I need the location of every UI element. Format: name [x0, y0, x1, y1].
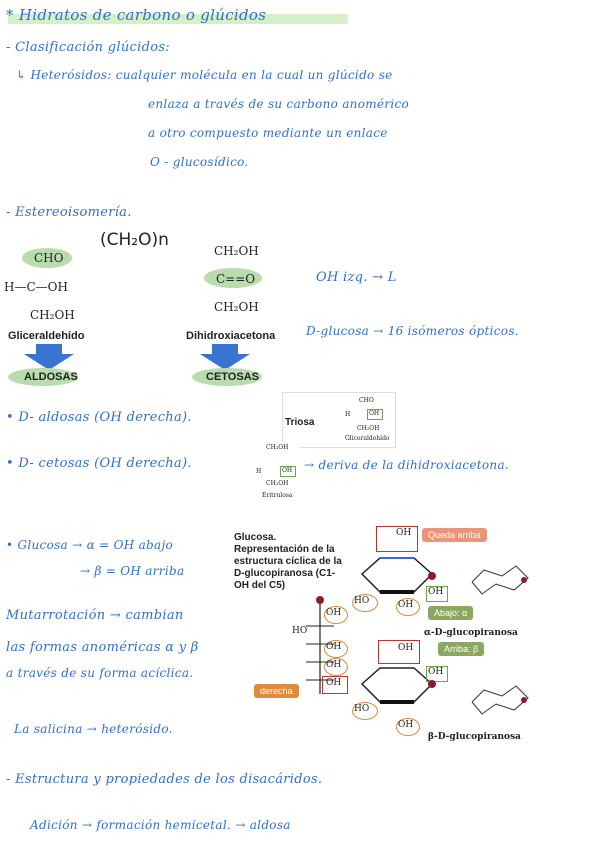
anomeric-carbon-dot [316, 596, 324, 604]
ketose-bottom: CH₂OH [266, 480, 289, 487]
queda-arriba-tag: Queda arriba [422, 528, 487, 542]
note-classification: - Clasificación glúcidos: [6, 40, 170, 55]
aldoses-label: ALDOSAS [24, 371, 78, 383]
ketose-caption: Eritrulosa [262, 492, 293, 499]
oh-circle [352, 702, 378, 720]
glyceraldehyde-middle: H—C—OH [4, 280, 68, 294]
note-disaccharides: - Estructura y propiedades de los disacá… [6, 772, 323, 787]
note-heterosidos-4: O - glucosídico. [150, 155, 249, 169]
title-highlight [8, 14, 348, 24]
oh-circle [396, 598, 420, 616]
ketoses-label: CETOSAS [206, 371, 259, 383]
note-oh-left: OH izq. → L [316, 270, 397, 285]
fischer-oh-1: OH [326, 608, 342, 618]
note-d-glucose: D-glucosa → 16 isómeros ópticos. [306, 324, 519, 338]
glyceraldehyde-name: Gliceraldehído [8, 330, 85, 342]
triosa-caption: Gliceraldehído [345, 435, 390, 442]
oh-circle [324, 658, 348, 676]
note-d-ketoses: • D- cetosas (OH derecha). [6, 456, 192, 471]
alpha-anomeric-dot [428, 572, 436, 580]
figure-trioses: (CH₂O)n CHO H—C—OH CH₂OH Gliceraldehído … [4, 226, 282, 390]
alpha-name: α-D-glucopiranosa [424, 628, 518, 638]
glyceraldehyde-bottom: CH₂OH [30, 308, 75, 322]
ketose-top: CH₂OH [266, 444, 289, 451]
page-title: * Hidratos de carbono o glúcidos [6, 6, 267, 24]
fischer-oh-4: OH [326, 678, 342, 688]
alpha-oh: OH [398, 600, 414, 610]
note-derived: → deriva de la dihidroxiacetona. [304, 458, 510, 472]
fischer-ho: HO [292, 626, 308, 636]
abajo-tag: Abajo: α [428, 606, 474, 620]
derecha-tag: derecha [254, 684, 299, 698]
arrow-down-icon [200, 344, 250, 370]
note-glucose-alpha: • Glucosa → α = OH abajo [6, 538, 174, 552]
figure-glucose-cyclic: Glucosa. Representación de la estructura… [232, 524, 540, 754]
beta-anomeric-dot [428, 680, 436, 688]
triosa-h: H [345, 411, 351, 418]
triosa-bottom: CH₂OH [357, 425, 380, 432]
dihydroxyacetone-name: Dihidroxiacetona [186, 330, 276, 342]
ring-oxygen-box [376, 526, 418, 552]
oh-circle [352, 594, 378, 612]
dihydroxyacetone-top: CH₂OH [214, 244, 259, 258]
beta-top-oh: OH [398, 643, 414, 653]
beta-oh: OH [398, 720, 414, 730]
beta-chair [471, 685, 529, 715]
alpha-top-oh: OH [396, 528, 412, 538]
note-glucose-beta: → β = OH arriba [80, 564, 185, 578]
note-heterosidos-2: enlaza a través de su carbono anomérico [148, 97, 410, 111]
glucose-figure-title: Glucosa. Representación de la estructura… [234, 532, 342, 591]
alpha-chair [471, 565, 529, 595]
note-anomeric: las formas anoméricas α y β [6, 640, 199, 655]
alpha-anomeric-oh: OH [428, 587, 444, 597]
ketose-oh: OH [282, 467, 293, 474]
oh-circle [324, 640, 348, 658]
formula: (CH₂O)n [100, 230, 169, 250]
note-mutarotation: Mutarrotación → cambian [6, 608, 184, 623]
triosa-oh: OH [369, 410, 380, 417]
ketoses-highlight [192, 368, 262, 386]
triosa-top: CHO [359, 397, 374, 404]
glyceraldehyde-top: CHO [34, 251, 64, 265]
beta-name: β-D-glucopiranosa [428, 732, 521, 742]
note-acyclic: a través de su forma acíclica. [6, 666, 194, 680]
ketone-highlight [204, 268, 262, 288]
note-heterosidos: ↳ Heterósidos: cualquier molécula en la … [16, 68, 393, 82]
dihydroxyacetone-middle: C==O [216, 272, 256, 286]
note-stereo: - Estereoisomería. [6, 205, 132, 220]
beta-ho: HO [354, 704, 370, 714]
figure-triosa: Triosa CHO H OH CH₂OH Gliceraldehído [282, 392, 396, 448]
ring-oxygen-box [378, 640, 420, 664]
c5-oh-box [322, 676, 348, 694]
aldoses-highlight [8, 368, 78, 386]
oh-circle [324, 606, 348, 624]
figure-ketose: CH₂OH H OH CH₂OH Eritrulosa [254, 442, 300, 500]
arriba-tag: Arriba: β [438, 642, 485, 656]
arrow-down-icon [24, 344, 74, 370]
oh-circle [396, 718, 420, 736]
alpha-ho: HO [354, 596, 370, 606]
ketose-h: H [256, 468, 262, 475]
triosa-label: Triosa [285, 417, 315, 428]
fischer-oh-2: OH [326, 642, 342, 652]
dihydroxyacetone-bottom: CH₂OH [214, 300, 259, 314]
note-heterosidos-3: a otro compuesto mediante un enlace [148, 126, 388, 140]
fischer-oh-3: OH [326, 660, 342, 670]
note-d-aldoses: • D- aldosas (OH derecha). [6, 410, 192, 425]
oh-box [367, 409, 383, 420]
beta-oh-box [426, 666, 448, 682]
beta-anomeric-oh: OH [428, 667, 444, 677]
aldehyde-highlight [22, 248, 72, 268]
note-salicin: La salicina → heterósido. [14, 722, 173, 736]
oh-box [280, 466, 296, 477]
alpha-oh-box [426, 586, 448, 602]
note-addition: Adición → formación hemicetal. → aldosa [30, 818, 291, 832]
